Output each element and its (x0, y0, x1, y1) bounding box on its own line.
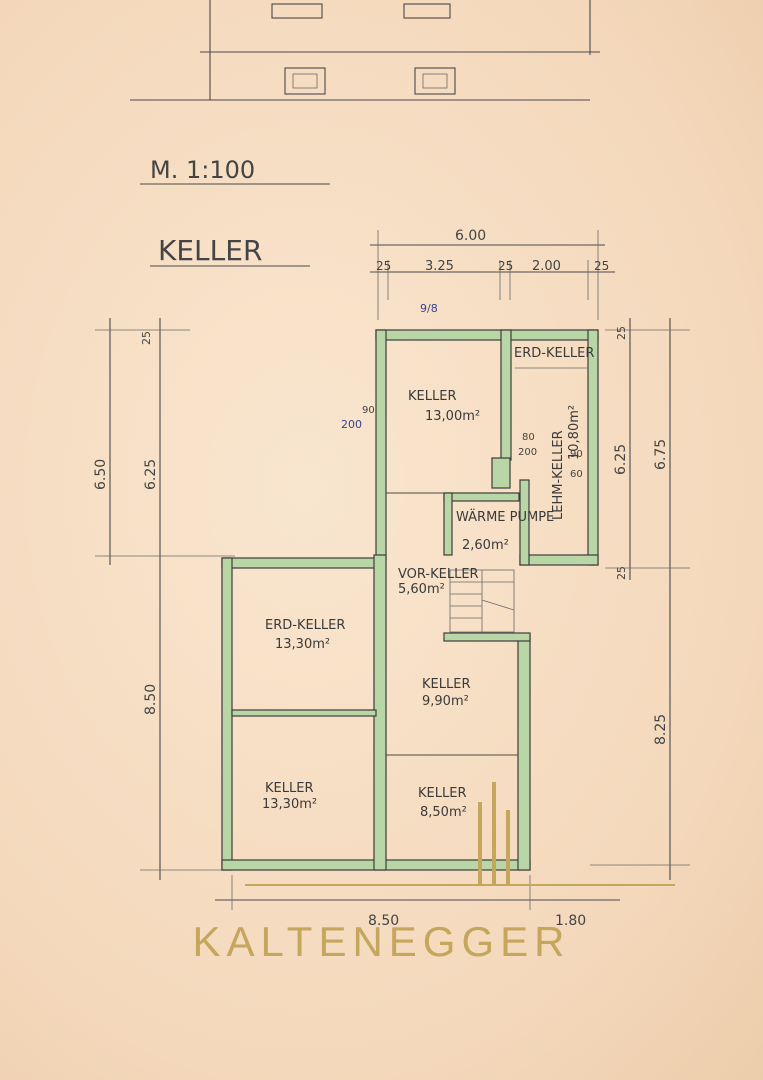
room-lehm-keller-name: LEHM-KELLER (551, 430, 566, 520)
dim-right-top-wall: 25 (615, 326, 628, 340)
left-dimensions: 6.50 6.25 8.50 25 (93, 318, 235, 880)
dim-bottom-right: 1.80 (555, 913, 586, 929)
dim-top-wall-right: 25 (594, 259, 609, 273)
room-labels: KELLER 13,00m² ERD-KELLER LEHM-KELLER 10… (262, 346, 594, 820)
dim-left-lower: 8.50 (143, 684, 159, 715)
door-notes: 9/8 90 200 80 200 90 60 (341, 302, 583, 480)
room-keller-southwest-area: 13,30m² (262, 797, 317, 812)
room-keller-southwest-name: KELLER (265, 781, 313, 796)
dim-bottom-left: 8.50 (368, 913, 399, 929)
dim-top-room-right: 2.00 (532, 259, 561, 274)
dim-right-inner: 6.25 (613, 444, 629, 475)
brand-mark-icon (245, 782, 675, 886)
dim-top-room-left: 3.25 (425, 259, 454, 274)
door-note-mid-a: 80 (522, 432, 535, 443)
dim-top-wall-left: 25 (376, 259, 391, 273)
room-keller-southeast-area: 8,50m² (420, 805, 467, 820)
dim-left-inner: 6.25 (143, 459, 159, 490)
dim-right-lower: 8.25 (653, 714, 669, 745)
door-note-left-a: 90 (362, 405, 375, 416)
brand-name: KALTENEGGER (192, 918, 571, 965)
room-erd-keller-north-name: ERD-KELLER (514, 346, 594, 361)
room-keller-southeast-name: KELLER (418, 786, 466, 801)
top-dimensions: 6.00 25 3.25 25 2.00 25 (370, 228, 615, 320)
scale-label: M. 1:100 (150, 156, 255, 184)
room-waermepumpe-name: WÄRME PUMPE (456, 509, 554, 525)
dim-top-total: 6.00 (455, 228, 486, 244)
room-erd-keller-west-area: 13,30m² (275, 637, 330, 652)
door-note-right-b: 60 (570, 469, 583, 480)
door-note-right-a: 90 (570, 449, 583, 460)
room-vorkeller-area: 5,60m² (398, 582, 445, 597)
room-keller-north-area: 13,00m² (425, 409, 480, 424)
right-dimensions: 6.25 6.75 25 25 8.25 (590, 318, 690, 880)
bottom-dimensions: 8.50 1.80 (215, 875, 620, 929)
room-keller-north-name: KELLER (408, 389, 456, 404)
dim-right-outer: 6.75 (653, 439, 669, 470)
dim-top-wall-mid: 25 (498, 259, 513, 273)
staircase (449, 569, 515, 633)
room-erd-keller-west-name: ERD-KELLER (265, 618, 345, 633)
room-keller-mid-name: KELLER (422, 677, 470, 692)
room-lehm-keller-area: 10,80m² (567, 405, 582, 460)
room-waermepumpe-area: 2,60m² (462, 538, 509, 553)
dim-right-bottom-wall: 25 (615, 566, 628, 580)
dim-left-outer: 6.50 (93, 459, 109, 490)
upper-floor-fragment (130, 0, 600, 101)
door-note-mid-b: 200 (518, 447, 537, 458)
door-note-top: 9/8 (420, 302, 438, 315)
walls (221, 329, 599, 871)
room-keller-mid-area: 9,90m² (422, 694, 469, 709)
drawing-title: KELLER (158, 234, 262, 267)
room-vorkeller-name: VOR-KELLER (398, 567, 479, 582)
dim-left-top-wall: 25 (140, 331, 153, 345)
door-note-left-b: 200 (341, 418, 362, 431)
